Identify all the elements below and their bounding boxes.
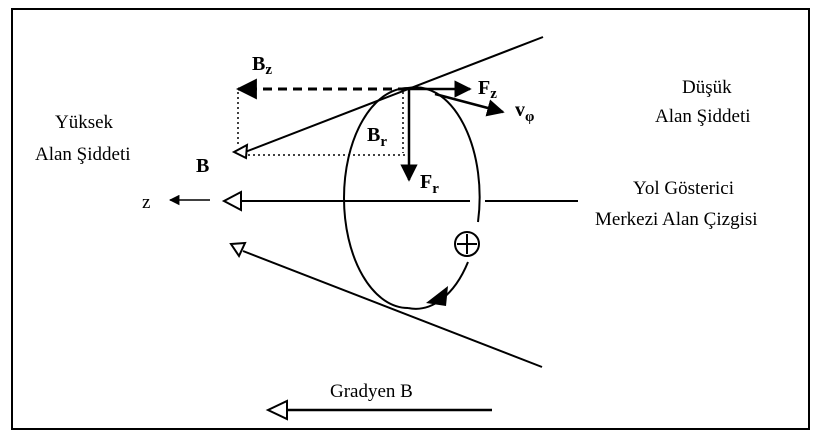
bz-label: Bz: [252, 53, 272, 78]
low-field-label-line2: Alan Şiddeti: [655, 106, 751, 127]
br-label: Br: [367, 124, 387, 150]
gradient-b-label: Gradyen B: [330, 381, 413, 402]
upper-line-end-marker: [231, 143, 249, 160]
z-axis-label: z: [142, 192, 150, 213]
figure-frame: [11, 8, 810, 430]
fr-label: Fr: [420, 171, 439, 197]
field-b-label: B: [196, 155, 209, 177]
high-field-label-line1: Yüksek: [55, 112, 114, 133]
lower-field-line: [242, 250, 543, 368]
axis-arrowhead: [221, 190, 242, 212]
lower-line-end-marker: [229, 241, 247, 259]
high-field-label-line2: Alan Şiddeti: [35, 144, 131, 165]
orbit-front: [343, 87, 409, 309]
low-field-label-line1: Düşük: [682, 77, 732, 98]
guiding-center-label-line2: Merkezi Alan Çizgisi: [595, 209, 758, 230]
orbit-direction-arrowhead: [426, 286, 448, 306]
positive-particle: [454, 231, 480, 257]
upper-field-line: [244, 36, 544, 153]
gradient-arrowhead: [265, 399, 288, 421]
vphi-label: vφ: [515, 99, 534, 125]
fz-label: Fz: [478, 77, 497, 102]
vphi-velocity-arrow: [434, 92, 505, 117]
guiding-center-label-line1: Yol Gösterici: [633, 178, 734, 199]
